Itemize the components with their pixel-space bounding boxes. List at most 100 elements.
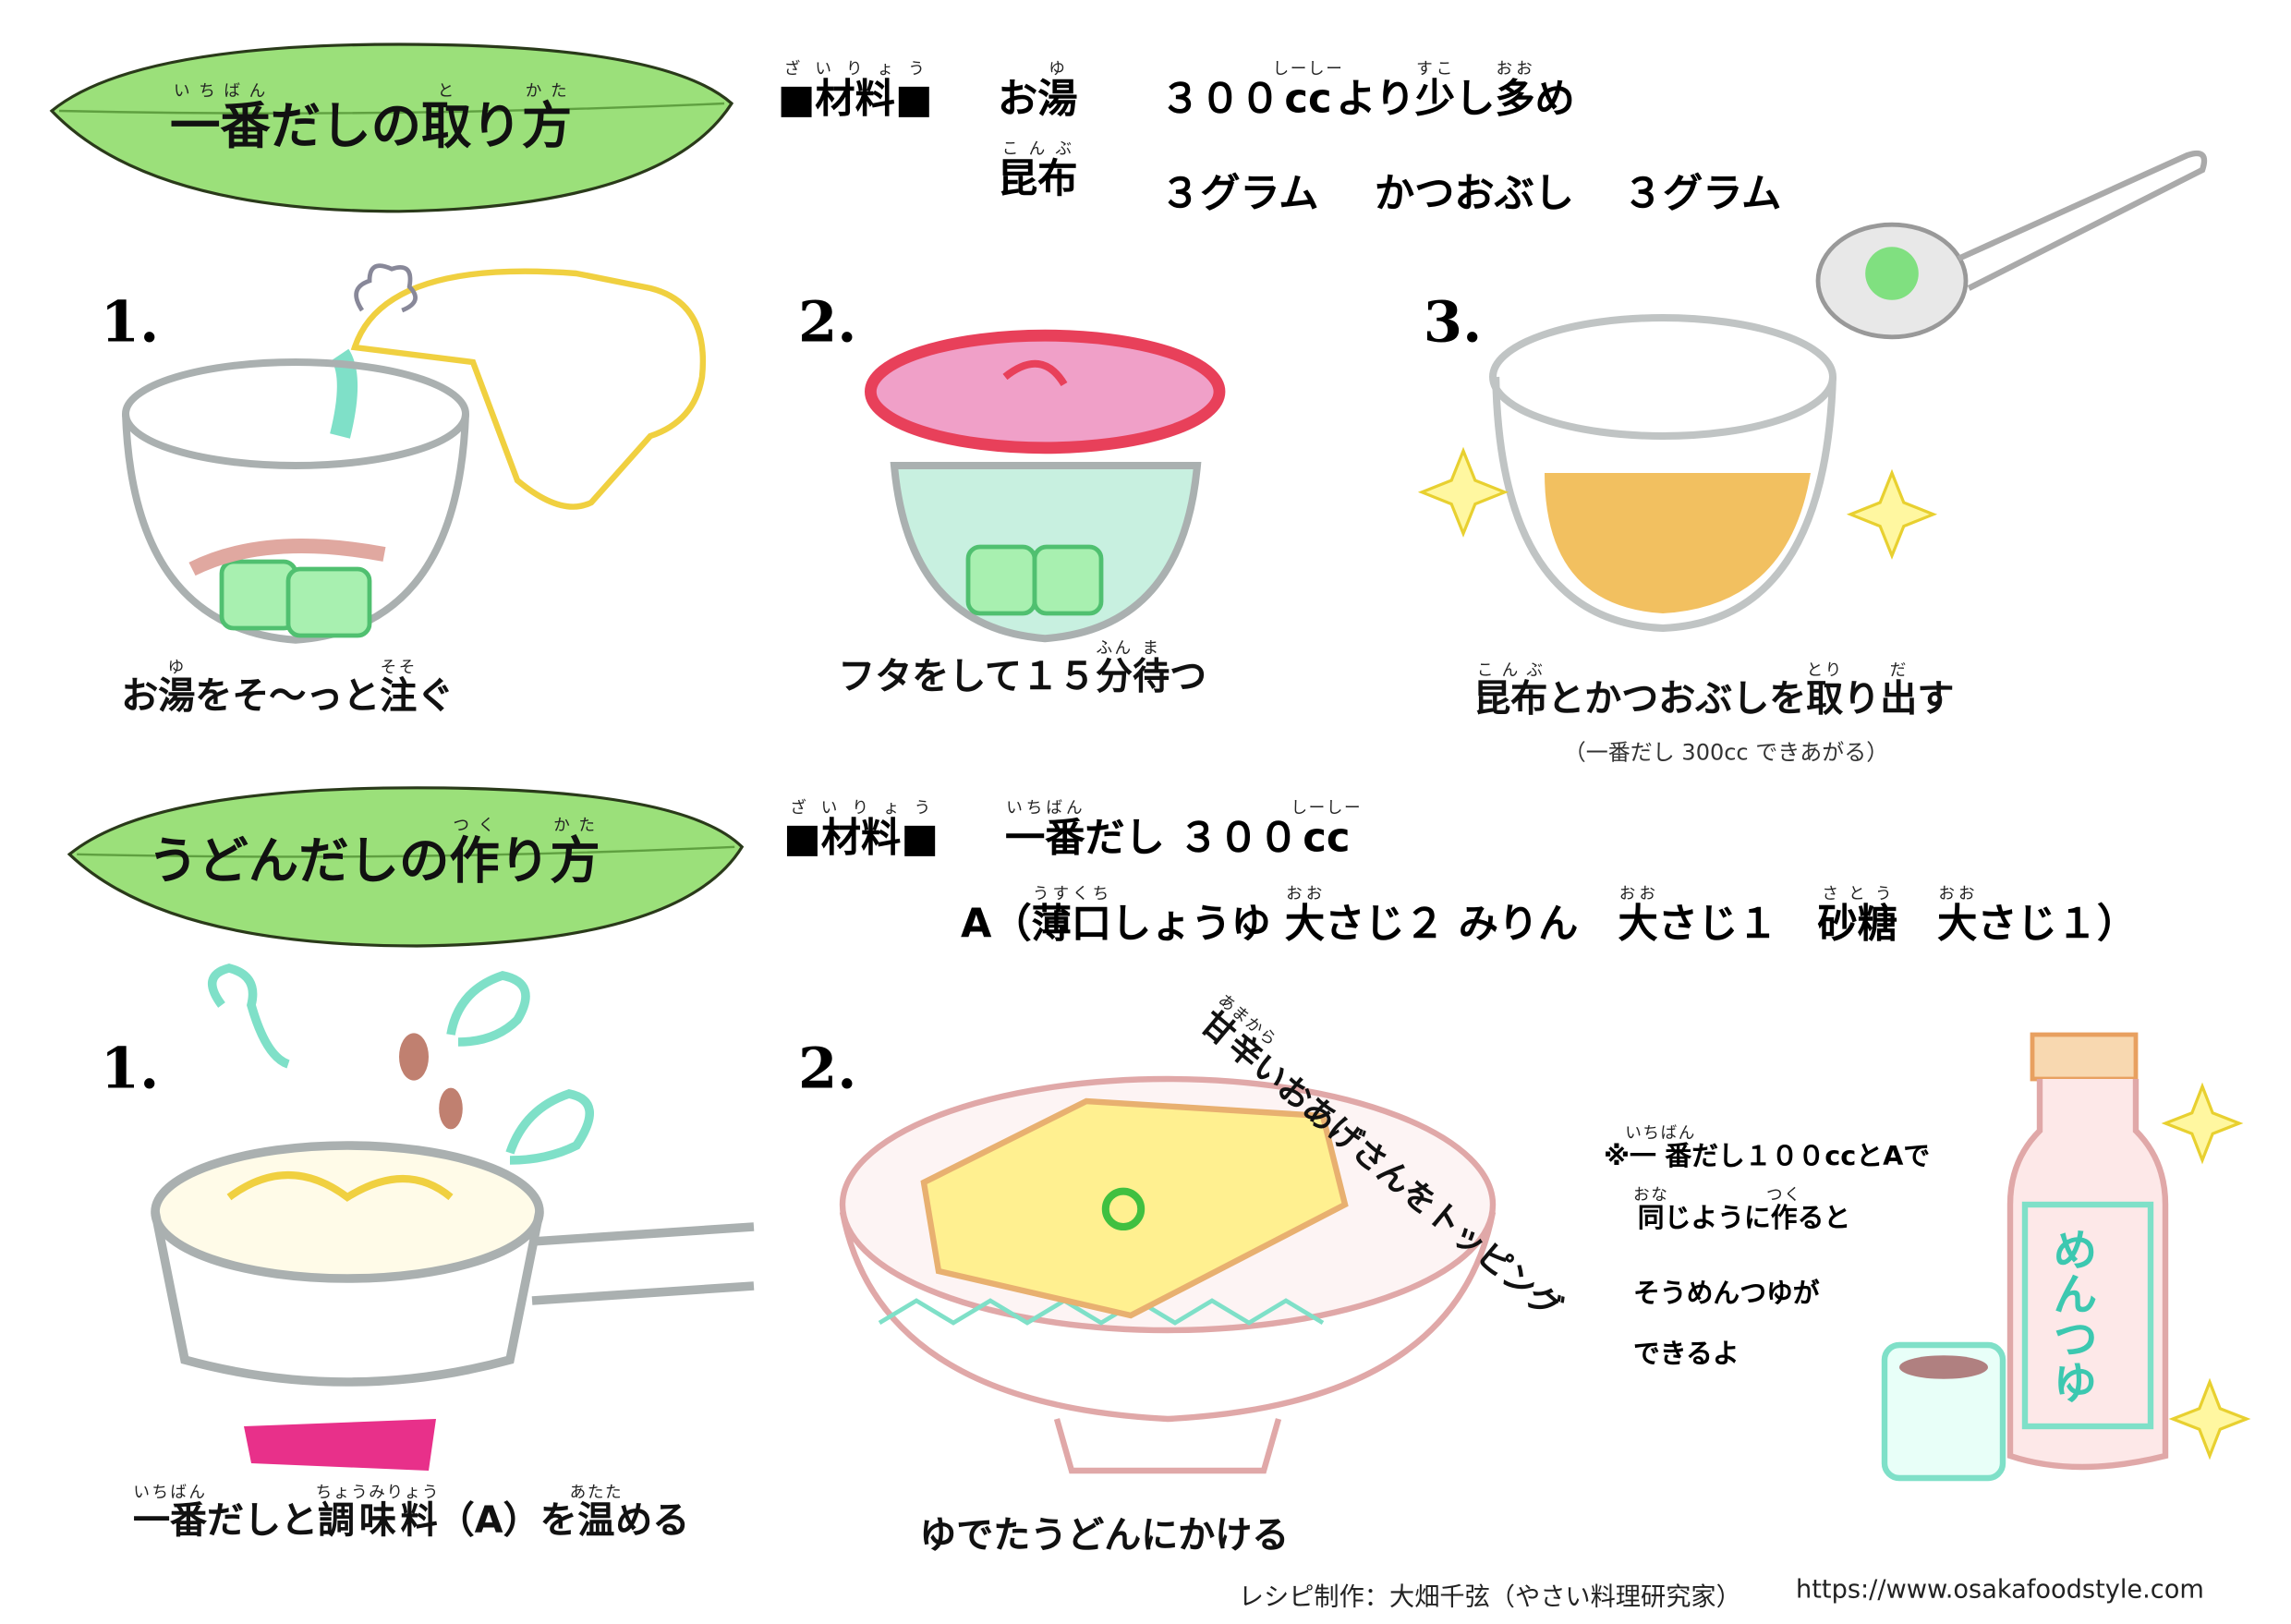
ruby-segment: 大おお <box>1618 884 1658 948</box>
ruby-segment: 取と <box>421 81 472 157</box>
ruby-segment: 大おお <box>1285 884 1325 948</box>
ruby-base: 待 <box>1133 654 1170 698</box>
text-segment: り <box>1843 676 1881 721</box>
ruby-reading: とり <box>1806 661 1844 680</box>
ruby-reading: だ <box>1880 661 1918 680</box>
ruby-segment: 一番いちばん <box>170 81 271 157</box>
ruby-base: 一番 <box>133 1498 208 1542</box>
udon-bowl-illustration <box>839 1075 1497 1474</box>
ruby-segment: ccしーしー <box>1273 59 1344 123</box>
ruby-segment: 作つく <box>1766 1185 1801 1234</box>
ingredient-kombu-amount: ３グラム <box>1160 171 1319 218</box>
ruby-base: 昆布 <box>998 156 1078 203</box>
ingredient-kombu: 昆布こんぶ <box>998 139 1077 203</box>
ruby-reading: そそ <box>380 658 418 677</box>
ruby-base: 同 <box>1633 1203 1669 1234</box>
ruby-reading: あたた <box>569 1482 624 1502</box>
step-number: 2. <box>798 1035 857 1101</box>
ruby-reading: うすくち <box>1031 883 1112 903</box>
text-segment <box>1897 902 1937 948</box>
ruby-base: cc <box>1291 816 1363 862</box>
ruby-base: 一番 <box>170 97 271 157</box>
text-segment: さじ２ みりん <box>1325 902 1618 948</box>
ruby-segment: 注そそ <box>380 658 417 717</box>
ruby-base: 大 <box>1937 902 1978 948</box>
ruby-base: 調味料 <box>315 1498 441 1542</box>
ruby-reading: おお <box>1284 883 1326 903</box>
text-segment: うどんだしの <box>148 831 450 891</box>
ruby-reading: いちばん <box>1005 798 1085 818</box>
ruby-segment: ccしーしー <box>1291 798 1362 862</box>
text-segment: ると <box>1797 1203 1851 1234</box>
leaf-banner-1 <box>49 42 734 213</box>
ruby-base: 方 <box>550 831 600 891</box>
covered-bowl-illustration <box>865 329 1226 643</box>
ruby-reading: おお <box>1937 883 1978 903</box>
text-segment: り <box>499 831 551 891</box>
text-segment: り <box>471 97 522 157</box>
ruby-segment: 湯ゆ <box>158 658 196 717</box>
ruby-reading: すこ <box>1414 59 1456 79</box>
text-segment: さじ１） <box>1977 902 2138 948</box>
ruby-base: 取 <box>421 97 472 157</box>
ingredient-hot-water-amount: ３００ccしーしーより少すこし多おおめ <box>1160 59 1575 124</box>
ingredient-seasoning-a: A（薄口うすくちしょうゆ 大おおさじ２ みりん 大おおさじ１ 砂糖さとう 大おお… <box>961 884 2137 949</box>
ruby-base: 取 <box>1806 676 1844 721</box>
bowl-pouring-illustration <box>122 263 707 644</box>
ruby-reading: ざいりょう <box>777 59 933 79</box>
ruby-base: 分 <box>1096 654 1133 698</box>
ruby-reading: ちょうみりょう <box>315 1482 441 1502</box>
text-segment: ３００ <box>1160 77 1280 123</box>
footer-credit: レシピ制作：大畑千弦（やさい料理研究家） <box>1238 1582 1741 1613</box>
ruby-reading: しーしー <box>1272 59 1344 79</box>
step-number: 3. <box>1423 288 1483 355</box>
ingredient-katsuobushi: かつおぶし <box>1375 171 1574 218</box>
ruby-reading: ゆ <box>1037 59 1078 79</box>
ingredient-katsuobushi-amount: ３グラム <box>1622 171 1782 218</box>
ruby-segment: 作つく <box>449 816 500 891</box>
ruby-segment: 湯ゆ <box>1037 59 1077 123</box>
ruby-reading: おな <box>1633 1185 1669 1205</box>
text-segment: める <box>615 1498 690 1542</box>
ruby-segment: 待ま <box>1133 638 1170 698</box>
ruby-segment: 少すこ <box>1414 59 1456 123</box>
ruby-segment: 分ふん <box>1096 638 1133 698</box>
note-line-1: ※一番いちばんだし１００ccとAで <box>1604 1123 1930 1173</box>
section2-title: うどんだしの作つくり方かた <box>148 816 600 892</box>
ruby-base: 湯 <box>158 673 196 717</box>
note-line-4: できるよ <box>1633 1333 1739 1372</box>
step3-subcaption: （一番だし 300cc できあがる） <box>1563 739 1889 766</box>
step-number: 1. <box>100 288 160 355</box>
ruby-segment: 薄口うすくち <box>1032 884 1111 948</box>
text-segment: お <box>998 77 1038 123</box>
materials-label-1: ■材料■ざいりょう <box>778 59 933 124</box>
pan-illustration <box>151 963 755 1471</box>
materials-label-2: ■材料■ざいりょう <box>783 798 939 863</box>
ruby-base: 少 <box>1414 77 1456 123</box>
ruby-reading: いちばん <box>133 1482 208 1502</box>
text-segment: じように <box>1664 1203 1771 1234</box>
ingredient-hot-water: お湯ゆ <box>998 59 1077 124</box>
step1-caption: お湯ゆをそ～っと注そそぐ <box>121 658 454 720</box>
ruby-segment: 同おな <box>1633 1185 1669 1234</box>
ruby-reading: と <box>421 81 472 101</box>
ruby-segment: 一番いちばん <box>1005 798 1085 862</box>
ruby-base: 砂糖 <box>1817 902 1897 948</box>
text-segment: だし１００ccとAで <box>1691 1141 1931 1172</box>
ruby-base: 方 <box>521 97 573 157</box>
text-segment: お <box>121 673 159 717</box>
text-segment: だしの <box>270 97 421 157</box>
note-line-2: 同おなじように作つくると <box>1633 1185 1850 1235</box>
text-segment: め <box>1534 77 1575 123</box>
text-segment: （A）を <box>437 1498 577 1542</box>
ruby-base: 作 <box>449 831 500 891</box>
ruby-reading: いちばん <box>170 81 271 101</box>
text-segment: しょうゆ <box>1111 902 1285 948</box>
footer-url[interactable]: https://www.osakafoodstyle.com <box>1796 1575 2204 1606</box>
ruby-segment: 砂糖さとう <box>1817 884 1897 948</box>
step2-caption: フタをして１５分ふん待まつ <box>838 638 1206 700</box>
text-segment: だし ３００ <box>1085 816 1299 862</box>
ruby-segment: 一番いちばん <box>1625 1123 1696 1172</box>
ruby-segment: 取とり <box>1806 661 1844 721</box>
text-segment: ぐ <box>417 673 455 717</box>
